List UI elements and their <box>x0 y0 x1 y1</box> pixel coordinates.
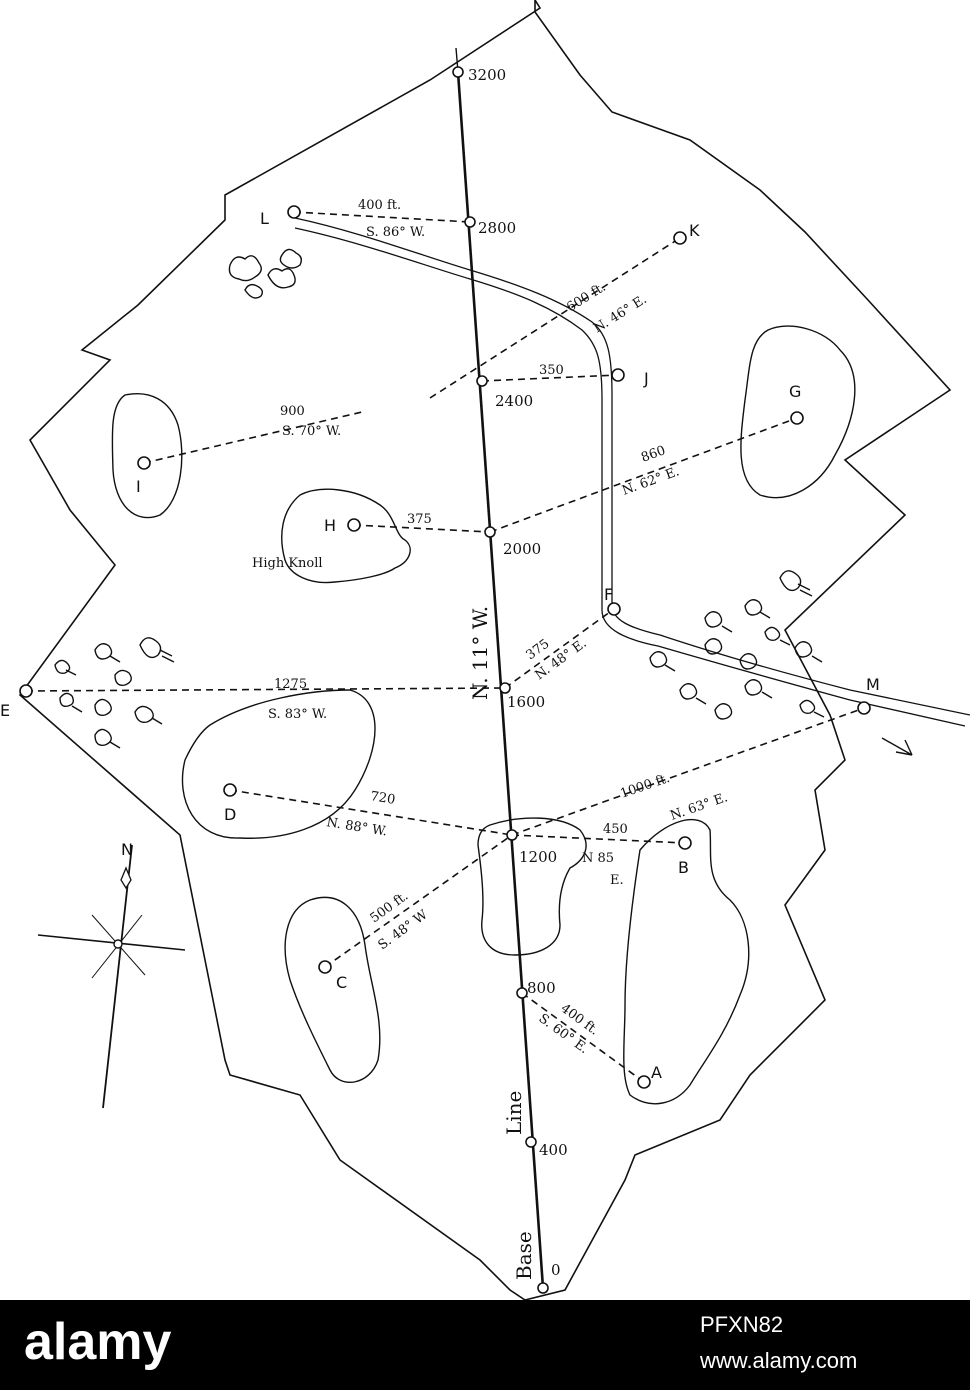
tree-clump-nw <box>228 248 303 299</box>
point-f-label: F <box>604 585 613 604</box>
point-l-label: L <box>260 209 269 228</box>
station-2800-label: 2800 <box>478 219 516 237</box>
offset-i-bearing: S. 70° W. <box>282 424 341 439</box>
point-c-label: C <box>336 973 347 992</box>
point-m-label: M <box>866 675 880 694</box>
stream-arrow-icon <box>881 737 913 756</box>
offset-j-distance: 350 <box>539 363 564 378</box>
station-markers <box>452 66 549 1294</box>
pond-i <box>111 393 183 519</box>
tree-clump-east <box>649 570 825 720</box>
base-line-label-base: Base <box>512 1231 536 1280</box>
point-e-label: E <box>0 701 10 720</box>
pond-d <box>181 689 376 839</box>
stream-bank <box>294 227 966 727</box>
point-h-label: H <box>324 516 336 535</box>
point-a-label: A <box>651 1063 662 1082</box>
survey-map-figure: 0 400 800 1200 1600 2000 2400 2800 3200 … <box>0 0 970 1301</box>
watermark-url: www.alamy.com <box>700 1348 858 1373</box>
station-2000-label: 2000 <box>503 540 541 558</box>
offset-g-distance: 860 <box>639 443 667 466</box>
base-line-bearing-label: N. 11° W. <box>468 606 492 700</box>
station-1200-label: 1200 <box>519 848 557 866</box>
offset-d-bearing: N. 88° W. <box>325 815 388 839</box>
watermark-brand: alamy <box>24 1313 172 1371</box>
station-800-label: 800 <box>527 979 556 997</box>
point-d-label: D <box>224 805 236 824</box>
pond-g <box>740 325 856 499</box>
base-line <box>456 71 545 1289</box>
offset-lines <box>25 211 865 1083</box>
point-k-label: K <box>689 221 700 240</box>
offset-g-bearing: N. 62° E. <box>620 464 681 498</box>
survey-map: 0 400 800 1200 1600 2000 2400 2800 3200 … <box>0 0 970 1301</box>
watermark-footer: alamy PFXN82 www.alamy.com <box>0 1300 970 1390</box>
offset-b-bearing-1: N 85 <box>582 851 614 866</box>
point-b-label: B <box>678 858 689 877</box>
offset-l-distance: 400 ft. <box>358 198 401 213</box>
offset-b-bearing-2: E. <box>610 873 624 888</box>
offset-b-distance: 450 <box>603 822 628 837</box>
offset-i-distance: 900 <box>280 404 305 419</box>
offset-m-bearing: N. 63° E. <box>668 790 729 824</box>
point-j-label: J <box>643 369 649 388</box>
base-line-label-line: Line <box>502 1091 526 1135</box>
compass-north-label: N <box>121 840 133 859</box>
offset-h-distance: 375 <box>407 512 432 527</box>
property-boundary <box>18 0 952 1301</box>
offset-k-distance: 600 ft. <box>564 280 609 316</box>
point-markers <box>19 205 871 1089</box>
high-knoll-label: High Knoll <box>252 556 323 571</box>
point-i-label: I <box>136 477 141 496</box>
compass-rose-icon <box>37 844 186 1109</box>
station-3200-label: 3200 <box>468 66 506 84</box>
stream <box>294 217 970 716</box>
tree-clump-west <box>54 637 175 749</box>
offset-k-bearing: N. 46° E. <box>591 292 650 336</box>
offset-d-distance: 720 <box>369 789 396 808</box>
offset-l-bearing: S. 86° W. <box>366 225 425 240</box>
high-knoll-outline <box>281 488 411 584</box>
point-g-label: G <box>789 382 801 401</box>
station-2400-label: 2400 <box>495 392 533 410</box>
station-1600-label: 1600 <box>507 693 545 711</box>
offset-e-distance: 1275 <box>274 677 307 692</box>
station-0-label: 0 <box>551 1261 561 1279</box>
offset-e-bearing: S. 83° W. <box>268 707 327 722</box>
pond-1200 <box>477 817 587 956</box>
pond-b <box>623 819 750 1105</box>
offset-m-distance: 1000 ft. <box>618 771 671 802</box>
watermark-image-id: PFXN82 <box>700 1312 784 1337</box>
pond-c <box>284 896 381 1083</box>
station-400-label: 400 <box>539 1141 568 1159</box>
